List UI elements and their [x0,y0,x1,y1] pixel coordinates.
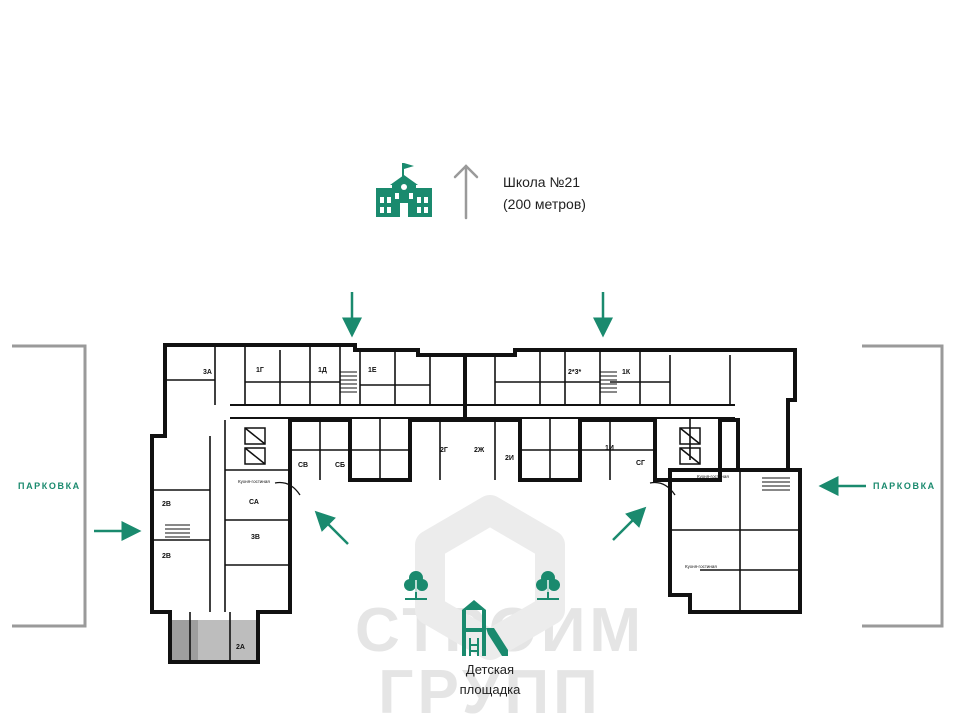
apt-label: 2И [505,455,514,462]
playground-label-line-1: Детская [465,662,515,677]
apt-label: 2Ж [474,447,485,454]
apt-label: 2В [162,553,171,560]
entrance-arrows [94,292,866,545]
apt-label: СГ [636,460,645,467]
elevators [244,427,701,465]
parking-brackets [12,344,944,628]
tree-icon [536,571,560,600]
parking-bracket-right [862,344,944,628]
apt-label: 1И [605,445,614,452]
apt-label: 2А [236,644,245,651]
apt-label: 2Г [440,447,448,454]
room-label: Кухня-гостиная [685,564,717,569]
entrance-arrow-icon [612,506,647,541]
apt-label: 3А [203,369,212,376]
parking-label-left: ПАРКОВКА [18,481,81,491]
playground-label-line-2: площадка [459,682,521,697]
room-label: Кухня-гостиная [697,474,729,479]
playground-slide-icon [462,600,508,656]
direction-arrow-icon [453,164,479,220]
internal-walls [152,345,800,662]
entrance-arrow-icon [314,510,349,545]
parking-bracket-left [12,344,87,628]
parking-label-right: ПАРКОВКА [873,481,936,491]
apt-label: 2В [162,501,171,508]
apt-label: 1Д [318,367,327,374]
watermark: СТРОИМ ГРУПП [355,600,641,724]
school-name: Школа №21 [503,174,581,190]
room-label: Кухня-гостиная [238,479,270,484]
school-distance: (200 метров) [503,196,586,212]
watermark-logo [415,495,565,660]
playground-label: Детская площадка [440,660,540,700]
apt-label: 1К [622,369,631,376]
apt-label: 3В [251,534,260,541]
apt-label: СБ [335,462,345,469]
apartment-labels: 3А 1Г 1Д 1Е 2*3* 1К СВ СБ 2Г 2Ж 2И 1И СГ… [162,367,645,651]
school-building-icon [376,163,432,217]
tree-icon [404,571,428,600]
apt-label: 1Е [368,367,377,374]
floor-plan: 3А 1Г 1Д 1Е 2*3* 1К СВ СБ 2Г 2Ж 2И 1И СГ… [150,343,802,664]
room-labels: Кухня-гостиная Кухня-гостиная Кухня-гост… [238,474,729,569]
apt-label: СВ [298,462,308,469]
apt-label: 2*3* [568,369,582,376]
stairwells [165,371,790,538]
apt-label: 1Г [256,367,264,374]
apt-label: СА [249,499,259,506]
school-label: Школа №21 (200 метров) [503,171,586,215]
